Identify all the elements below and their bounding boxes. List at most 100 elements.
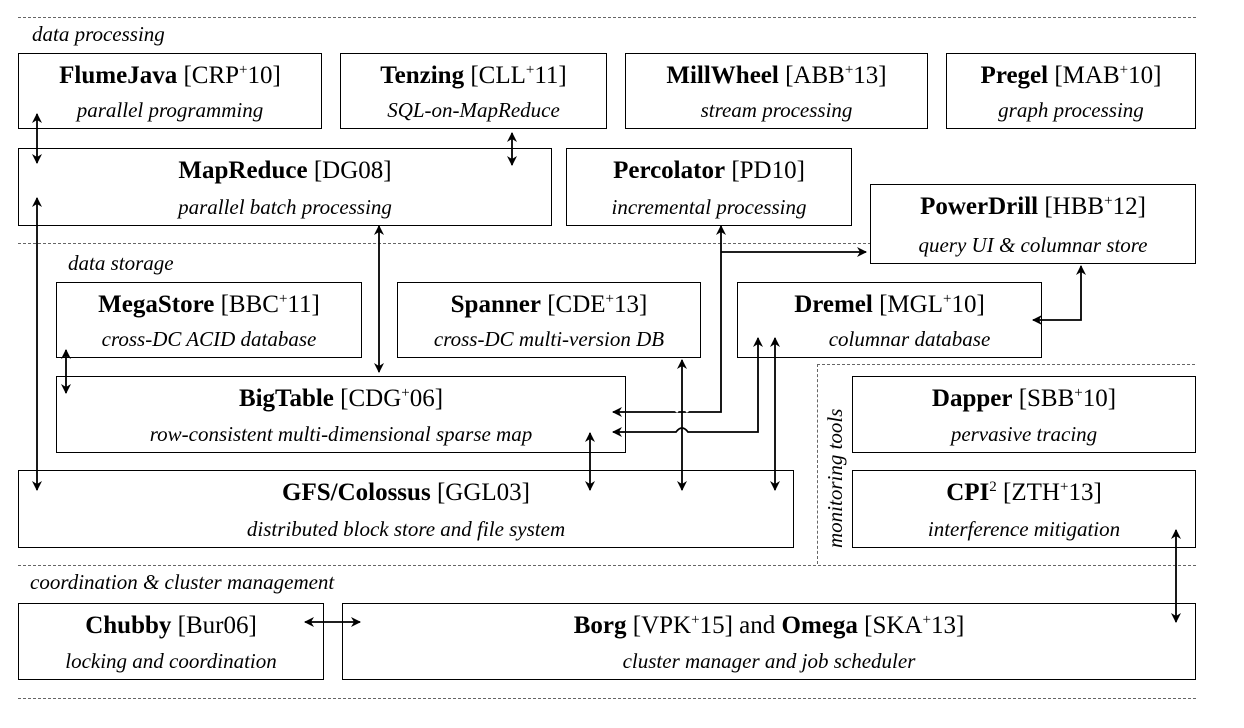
- joiner-text: and: [739, 612, 776, 639]
- box-title: BigTable [CDG+06]: [57, 385, 625, 413]
- system-name: Pregel: [980, 62, 1049, 89]
- box-description: pervasive tracing: [950, 421, 1098, 446]
- box-description: columnar database: [828, 326, 991, 351]
- box-description: stream processing: [700, 97, 853, 122]
- reference-year: 11]: [534, 62, 567, 89]
- box-borg-omega: Borg [VPK+15] and Omega [SKA+13] cluster…: [342, 603, 1196, 680]
- separator-storage-coordination: [18, 565, 1196, 566]
- box-megastore: MegaStore [BBC+11] cross-DC ACID databas…: [56, 282, 362, 358]
- box-mapreduce: MapReduce [DG08] parallel batch processi…: [18, 148, 552, 226]
- section-label-data-processing: data processing: [32, 22, 165, 46]
- arrow-dremel-powerdrill: [1032, 265, 1086, 325]
- box-title: Pregel [MAB+10]: [947, 62, 1195, 90]
- box-description: locking and coordination: [65, 648, 277, 673]
- reference-year: 11]: [287, 291, 320, 318]
- box-description: cross-DC multi-version DB: [433, 326, 665, 351]
- box-millwheel: MillWheel [ABB+13] stream processing: [625, 53, 928, 129]
- box-description: graph processing: [998, 97, 1144, 122]
- box-title: CPI2 [ZTH+13]: [853, 479, 1195, 507]
- box-dapper: Dapper [SBB+10] pervasive tracing: [852, 376, 1196, 453]
- reference-year: 15]: [699, 612, 733, 639]
- box-title: Dremel [MGL+10]: [738, 291, 1041, 319]
- arrow-percolator-bigtable: [612, 225, 726, 417]
- reference-2-sup: +: [922, 612, 931, 628]
- system-name: BigTable: [238, 385, 334, 412]
- reference: [CRP: [183, 62, 240, 89]
- reference-2-year: 13]: [930, 612, 965, 639]
- reference: [BBC: [220, 291, 279, 318]
- system-name: GFS/Colossus: [282, 479, 431, 506]
- box-description: distributed block store and file system: [246, 516, 566, 541]
- box-bigtable: BigTable [CDG+06] row-consistent multi-d…: [56, 376, 626, 453]
- system-name: CPI: [946, 479, 990, 506]
- system-name: MillWheel: [666, 62, 779, 89]
- reference: [CLL: [470, 62, 526, 89]
- box-title: MillWheel [ABB+13]: [626, 62, 927, 90]
- system-name: Borg: [573, 612, 627, 639]
- box-title: GFS/Colossus [GGL03]: [19, 479, 793, 507]
- reference-sup: +: [844, 62, 854, 78]
- system-name: PowerDrill: [920, 193, 1039, 220]
- box-description: parallel batch processing: [178, 194, 392, 219]
- box-title: Dapper [SBB+10]: [853, 385, 1195, 413]
- box-tenzing: Tenzing [CLL+11] SQL-on-MapReduce: [340, 53, 607, 129]
- reference-2: [SKA: [864, 612, 923, 639]
- box-gfs-colossus: GFS/Colossus [GGL03] distributed block s…: [18, 470, 794, 548]
- system-name: Dapper: [931, 385, 1013, 412]
- reference: [PD10]: [731, 157, 805, 184]
- box-title: MegaStore [BBC+11]: [57, 291, 361, 319]
- separator-processing-storage: [18, 243, 1196, 244]
- reference-year: 10]: [247, 62, 281, 89]
- system-name: Spanner: [450, 291, 541, 318]
- system-name: MapReduce: [178, 157, 308, 184]
- reference: [Bur06]: [177, 612, 257, 639]
- separator-top: [18, 17, 1196, 18]
- system-name: Tenzing: [380, 62, 465, 89]
- reference: [ZTH: [1003, 479, 1060, 506]
- reference-sup: +: [525, 62, 535, 78]
- reference-year: 13]: [853, 62, 887, 89]
- box-description: parallel programming: [76, 97, 264, 122]
- box-title: Chubby [Bur06]: [19, 612, 323, 640]
- box-description: cluster manager and job scheduler: [622, 648, 916, 673]
- box-percolator: Percolator [PD10] incremental processing: [566, 148, 852, 226]
- box-title: FlumeJava [CRP+10]: [19, 62, 321, 90]
- box-description: incremental processing: [611, 194, 807, 219]
- reference: [DG08]: [313, 157, 392, 184]
- reference-year: 10]: [1082, 385, 1117, 412]
- system-name-2: Omega: [781, 612, 858, 639]
- reference-sup: +: [605, 291, 615, 307]
- system-name: Chubby: [85, 612, 172, 639]
- reference: [CDE: [547, 291, 606, 318]
- box-description: cross-DC ACID database: [101, 326, 317, 351]
- box-title: PowerDrill [HBB+12]: [871, 193, 1195, 221]
- reference-sup: +: [1059, 479, 1069, 495]
- box-cpi2: CPI2 [ZTH+13] interference mitigation: [852, 470, 1196, 548]
- box-title: Tenzing [CLL+11]: [341, 62, 606, 90]
- box-chubby: Chubby [Bur06] locking and coordination: [18, 603, 324, 680]
- separator-monitoring: [817, 364, 818, 564]
- reference-sup: +: [1119, 62, 1129, 78]
- section-label-data-storage: data storage: [68, 251, 174, 275]
- reference-sup: +: [401, 385, 410, 401]
- reference-sup: +: [691, 612, 700, 628]
- reference-year: 10]: [1128, 62, 1162, 89]
- reference: [ABB: [785, 62, 845, 89]
- reference-sup: +: [239, 62, 248, 78]
- box-dremel: Dremel [MGL+10] columnar database: [737, 282, 1042, 358]
- box-description: SQL-on-MapReduce: [387, 97, 560, 122]
- reference-sup: +: [278, 291, 288, 307]
- reference: [GGL03]: [436, 479, 530, 506]
- reference-sup: +: [1074, 385, 1083, 401]
- system-name: Dremel: [794, 291, 873, 318]
- reference: [VPK: [632, 612, 692, 639]
- box-powerdrill: PowerDrill [HBB+12] query UI & columnar …: [870, 184, 1196, 264]
- reference-sup: +: [1104, 193, 1113, 209]
- system-name: Percolator: [613, 157, 726, 184]
- box-description: row-consistent multi-dimensional sparse …: [149, 421, 533, 446]
- separator-bottom: [18, 698, 1196, 699]
- box-title: MapReduce [DG08]: [19, 157, 551, 185]
- box-flumejava: FlumeJava [CRP+10] parallel programming: [18, 53, 322, 129]
